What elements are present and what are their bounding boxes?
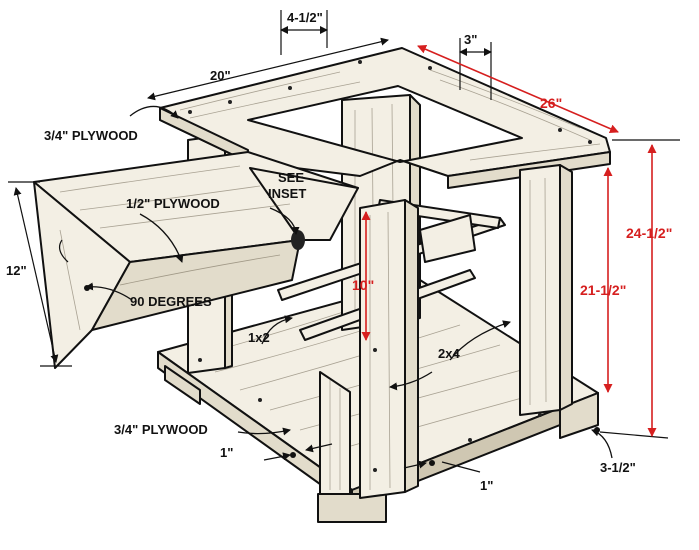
dim-4-1-2-label: 4-1/2" bbox=[287, 10, 323, 25]
leader-lines bbox=[84, 105, 613, 466]
dim-26-label: 26" bbox=[540, 95, 562, 111]
degrees-90-label: 90 DEGREES bbox=[130, 294, 212, 309]
dimension-lines bbox=[8, 10, 680, 473]
dim-3-label: 3" bbox=[464, 32, 477, 47]
dim-24-1-2-label: 24-1/2" bbox=[626, 225, 672, 241]
front-leg-right bbox=[519, 164, 573, 416]
labels: 4-1/2" 3" 20" 26" 24-1/2" 21-1/2" 12" 10… bbox=[6, 10, 672, 493]
plywood-1-2-label: 1/2" PLYWOOD bbox=[126, 196, 220, 211]
plywood-3-4-base-label: 3/4" PLYWOOD bbox=[114, 422, 208, 437]
plywood-3-4-top-label: 3/4" PLYWOOD bbox=[44, 128, 138, 143]
front-post-small bbox=[319, 371, 351, 495]
dim-1-left-label: 1" bbox=[220, 445, 233, 460]
dim-3-1-2-label: 3-1/2" bbox=[600, 460, 636, 475]
see-inset-label-line1: SEE bbox=[278, 170, 304, 185]
dim-10-label: 10" bbox=[352, 277, 374, 293]
lumber-1x2-label: 1x2 bbox=[248, 330, 270, 345]
dim-1-right-label: 1" bbox=[480, 478, 493, 493]
dim-20-label: 20" bbox=[210, 68, 231, 83]
lumber-2x4-label: 2x4 bbox=[438, 346, 460, 361]
dim-21-1-2-label: 21-1/2" bbox=[580, 282, 626, 298]
front-leg-center bbox=[359, 199, 419, 499]
see-inset-label-line2: INSET bbox=[268, 186, 306, 201]
dim-12-label: 12" bbox=[6, 263, 27, 278]
